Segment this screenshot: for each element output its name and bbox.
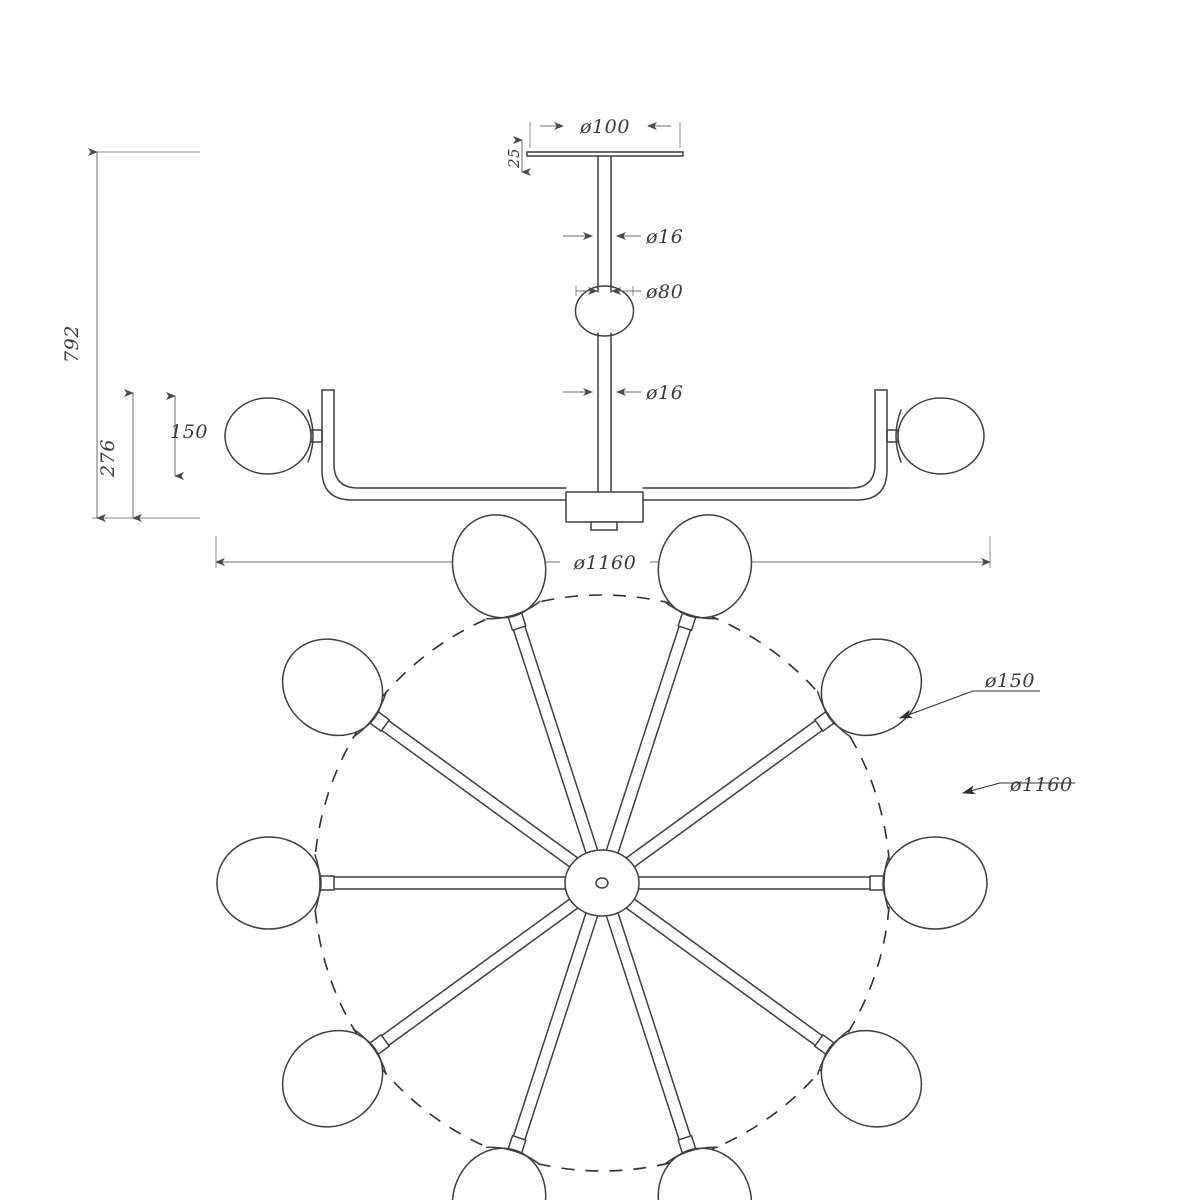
elevation-view	[224, 151, 985, 531]
dimension-globe-height: 150	[166, 392, 208, 480]
plan-arm-1	[625, 897, 923, 1128]
arm-right	[642, 389, 888, 501]
dimension-label-o100: ø100	[579, 116, 630, 138]
decorative-sphere	[574, 285, 635, 337]
elevation-dimensions: 792 276 150 ø100	[61, 116, 991, 574]
plan-arm-9	[625, 638, 923, 869]
globe-right	[895, 397, 985, 475]
plan-arm-3	[451, 912, 598, 1200]
globe-left	[224, 397, 314, 475]
arm-left	[321, 389, 567, 501]
leader-outer-diameter: ø1160	[961, 774, 1075, 796]
plan-arm-4	[281, 897, 579, 1128]
plan-arm-5	[216, 836, 569, 930]
plan-view	[216, 514, 988, 1200]
leader-globe-diameter: ø150	[898, 670, 1040, 719]
dimension-overall-width: ø1160	[215, 536, 991, 574]
dimension-label-o1160-width: ø1160	[573, 552, 637, 574]
dimension-label-792: 792	[61, 325, 83, 363]
dimension-rod-lower: ø16	[563, 382, 683, 404]
dimension-total-height: 792	[61, 148, 200, 522]
dimension-label-276: 276	[97, 439, 119, 478]
dimension-label-o80: ø80	[645, 281, 683, 303]
dimension-label-o16-upper: ø16	[645, 226, 683, 248]
dimension-label-o16-lower: ø16	[645, 382, 683, 404]
ceiling-canopy	[526, 151, 684, 157]
suspension-rod-upper	[597, 155, 612, 293]
dimension-canopy-thickness: 25	[505, 136, 531, 176]
dimension-rod-upper: ø16	[563, 226, 683, 248]
dimension-sphere: ø80	[575, 281, 683, 303]
plan-center-hub	[564, 849, 640, 917]
plan-arm-6	[281, 638, 579, 869]
plan-arm-7	[451, 514, 598, 854]
plan-arm-8	[606, 514, 753, 854]
dimension-arm-drop: 276	[97, 389, 142, 522]
plan-arm-0	[635, 836, 988, 930]
suspension-rod-lower	[597, 332, 612, 493]
plan-dimension-leaders: ø150 ø1160	[898, 670, 1075, 796]
center-bar	[565, 491, 644, 531]
dimension-label-150: 150	[170, 421, 208, 443]
dimension-canopy-diameter: ø100	[529, 116, 681, 148]
dimension-label-o1160-plan: ø1160	[1009, 774, 1073, 796]
plan-arm-2	[606, 912, 753, 1200]
dimension-label-o150: ø150	[984, 670, 1035, 692]
dimension-label-25: 25	[505, 148, 523, 169]
